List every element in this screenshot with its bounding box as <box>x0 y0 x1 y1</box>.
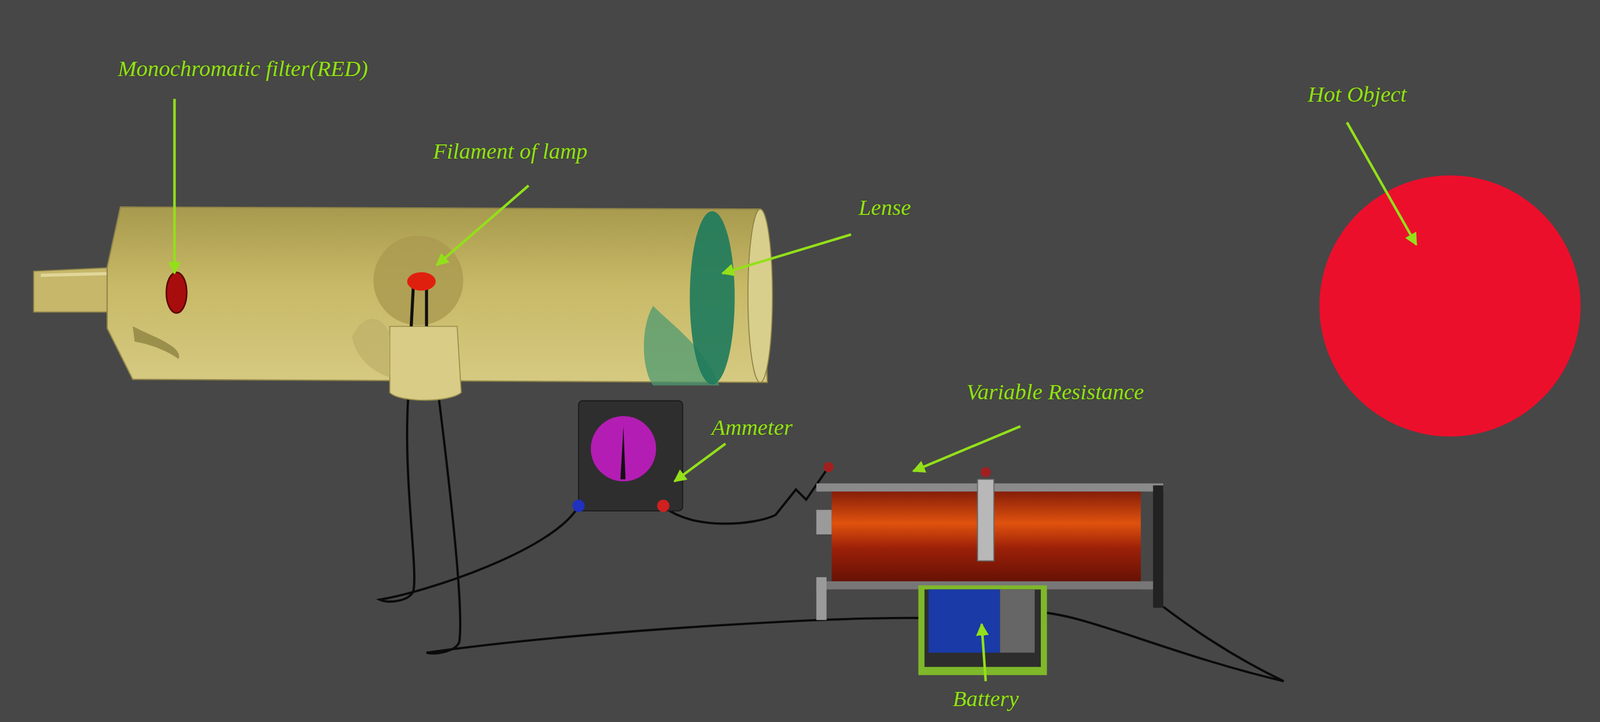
leader-arrow <box>722 234 851 274</box>
lamp-base <box>389 326 462 401</box>
rheostat-slider <box>977 479 994 561</box>
part-label: Hot Object <box>1307 80 1407 108</box>
wire <box>379 397 578 602</box>
filament <box>407 272 436 292</box>
leader-arrow <box>981 624 986 682</box>
ammeter-body <box>578 401 683 512</box>
lamp-holder <box>351 319 390 378</box>
terminal <box>572 500 585 513</box>
part-label: Variable Resistance <box>966 378 1145 405</box>
rheostat-end <box>816 509 832 535</box>
part-label: Lense <box>858 194 912 221</box>
rheostat-leg <box>816 577 827 620</box>
ammeter-dial <box>590 416 657 482</box>
leader-arrow <box>173 99 177 274</box>
rheostat-leg <box>1152 485 1164 608</box>
terminal <box>823 462 834 473</box>
part-label: Filament of lamp <box>432 137 588 165</box>
part-label: Ammeter <box>711 414 793 441</box>
terminal <box>657 500 670 513</box>
leader-arrow <box>1347 122 1417 246</box>
leaders <box>174 99 1417 682</box>
battery-body <box>928 589 1001 654</box>
wires <box>379 397 1284 682</box>
leader-arrow <box>436 185 529 265</box>
leader-arrow <box>674 443 726 482</box>
part-label: Monochromatic filter(RED) <box>117 55 368 82</box>
tube-shadow <box>132 326 179 360</box>
filament-leads <box>411 287 427 327</box>
ammeter-needle <box>620 426 626 480</box>
red-filter <box>166 272 187 314</box>
battery-end <box>1000 589 1035 654</box>
lens <box>690 211 735 385</box>
leader-arrow <box>913 426 1021 472</box>
hot-object <box>1319 175 1581 437</box>
terminal <box>980 467 991 478</box>
lamp-bulb <box>373 235 464 326</box>
wire <box>665 467 829 524</box>
wire <box>1032 606 1284 682</box>
part-label: Battery <box>952 685 1019 712</box>
tube-end <box>748 209 773 383</box>
